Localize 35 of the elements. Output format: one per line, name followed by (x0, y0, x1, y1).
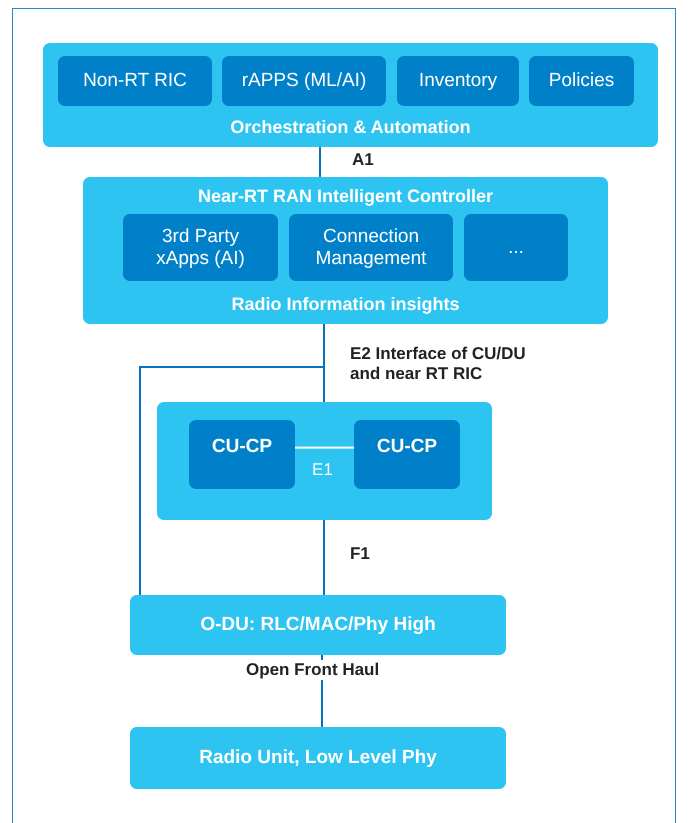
box-label: CU-CP (212, 436, 272, 458)
box-label: ... (508, 236, 524, 258)
edge-label: F1 (350, 544, 370, 564)
box-label: 3rd Party xApps (AI) (155, 226, 246, 270)
group-heading: Orchestration & Automation (229, 117, 472, 138)
process-box (130, 727, 506, 789)
connector-line (319, 147, 321, 177)
box-label: CU-CP (376, 436, 438, 458)
edge-label: A1 (352, 150, 374, 170)
group-panel (157, 402, 492, 520)
component-box (58, 56, 212, 106)
box-label: Inventory (418, 70, 498, 92)
box-label: rAPPS (ML/AI) (242, 70, 366, 92)
box-label: O-DU: RLC/MAC/Phy High (200, 614, 436, 636)
group-panel (83, 177, 608, 324)
component-box (189, 420, 295, 489)
component-box (289, 214, 453, 281)
component-box (529, 56, 634, 106)
group-panel (43, 43, 658, 147)
component-box (354, 420, 460, 489)
connector-line (323, 520, 325, 595)
component-box (222, 56, 386, 106)
edge-label: E1 (312, 460, 333, 480)
group-heading: Radio Information insights (230, 294, 460, 315)
edge-label: E2 Interface of CU/DU and near RT RIC (350, 344, 527, 385)
component-box (123, 214, 278, 281)
connector-line (295, 446, 354, 449)
group-heading: Near-RT RAN Intelligent Controller (196, 186, 494, 207)
component-box (464, 214, 568, 281)
box-label: Policies (548, 70, 614, 92)
box-label: Radio Unit, Low Level Phy (199, 747, 437, 769)
box-label: Connection Management (314, 226, 428, 270)
component-box (397, 56, 519, 106)
process-box (130, 595, 506, 655)
box-label: Non-RT RIC (83, 70, 187, 92)
